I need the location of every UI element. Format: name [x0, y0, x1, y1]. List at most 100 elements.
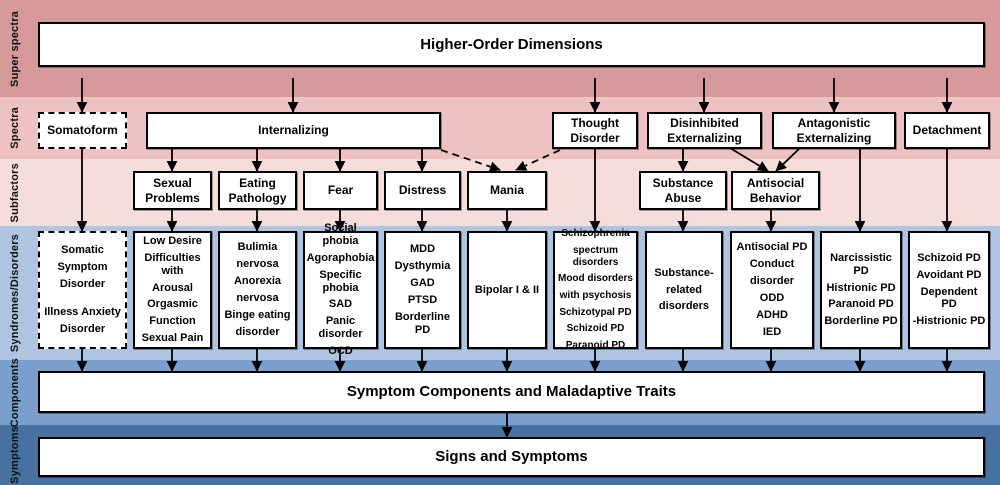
syndrome-item: Binge eating: [224, 308, 291, 321]
rail-label-super-spectra: Super spectra: [0, 0, 30, 97]
subfactor-box-substance-abuse[interactable]: Substance Abuse: [639, 171, 727, 210]
subfactor-label-eating-2: Pathology: [228, 190, 287, 205]
syndrome-box-mania[interactable]: Bipolar I & II: [467, 231, 547, 349]
syndrome-item: Sexual Pain: [141, 332, 204, 345]
syndrome-item: Agoraphobia: [306, 251, 375, 264]
syndrome-item: Somatic: [61, 243, 104, 256]
syndrome-item: Disorder: [59, 323, 106, 336]
syndrome-item: Social phobia: [322, 221, 359, 247]
spectra-label-antagonistic-2: Externalizing: [796, 130, 872, 145]
subfactor-box-fear[interactable]: Fear: [303, 171, 378, 210]
syndrome-item: Schizotypal PD: [559, 306, 632, 318]
syndrome-item: ODD: [759, 292, 785, 304]
subfactor-label-antisocial-2: Behavior: [749, 190, 802, 205]
syndrome-box-thought-disorder[interactable]: Schizophrenia spectrum disorders Mood di…: [553, 228, 638, 351]
rail-label-syndromes: Syndromes/Disorders: [0, 226, 30, 360]
syndrome-item: Bipolar I & II: [474, 283, 540, 296]
rail-label-components: Components: [0, 357, 30, 428]
syndrome-item: related: [665, 283, 703, 296]
rail-text-super-spectra: Super spectra: [9, 10, 21, 87]
syndrome-item: Function: [149, 315, 196, 328]
syndrome-item: spectrum disorders: [572, 245, 619, 268]
syndrome-item: Antisocial PD: [736, 241, 808, 254]
signs-and-symptoms-box[interactable]: Signs and Symptoms: [38, 437, 985, 477]
spectra-label-disinhibited-2: Externalizing: [667, 130, 742, 145]
syndrome-item: Substance-: [654, 266, 714, 279]
spectra-box-detachment[interactable]: Detachment: [904, 112, 990, 149]
spectra-box-disinhibited-externalizing[interactable]: Disinhibited Externalizing: [647, 112, 762, 149]
spectra-box-thought-disorder[interactable]: Thought Disorder: [552, 112, 638, 149]
syndrome-item: -Histrionic PD: [912, 315, 986, 328]
syndrome-item: SAD: [328, 298, 353, 311]
rail-text-spectra: Spectra: [9, 107, 21, 149]
spectra-box-antagonistic-externalizing[interactable]: Antagonistic Externalizing: [772, 112, 896, 149]
rail-text-symptoms: Symptoms: [9, 426, 21, 484]
syndrome-item: Mood disorders: [557, 273, 633, 285]
syndrome-item: Panic disorder: [318, 315, 363, 341]
syndrome-box-substance-abuse[interactable]: Substance- related disorders: [645, 231, 723, 349]
syndrome-box-somatoform[interactable]: Somatic Symptom Disorder Illness Anxiety…: [38, 231, 127, 349]
syndrome-box-detachment[interactable]: Schizoid PD Avoidant PD Dependent PD -Hi…: [908, 231, 990, 349]
syndrome-box-antisocial-behavior[interactable]: Antisocial PD Conduct disorder ODD ADHD …: [730, 231, 814, 349]
syndrome-box-distress[interactable]: MDD Dysthymia GAD PTSD Borderline PD: [384, 231, 461, 349]
syndrome-item: ADHD: [756, 308, 788, 321]
spectra-box-somatoform[interactable]: Somatoform: [38, 112, 127, 149]
subfactor-box-antisocial-behavior[interactable]: Antisocial Behavior: [731, 171, 820, 210]
spectra-label-internalizing: Internalizing: [258, 123, 329, 138]
rail-text-subfactors: Subfactors: [9, 162, 21, 223]
syndrome-box-antagonistic-externalizing[interactable]: Narcissistic PD Histrionic PD Paranoid P…: [820, 231, 902, 349]
syndrome-item: nervosa: [236, 258, 279, 271]
syndrome-item: Schizophrenia: [561, 228, 630, 240]
syndrome-item: Borderline PD: [824, 315, 898, 328]
subfactor-label-antisocial-1: Antisocial: [746, 176, 805, 191]
syndrome-box-sexual-problems[interactable]: Low Desire Difficulties with Arousal Org…: [133, 231, 212, 349]
syndrome-item: OCD: [328, 345, 353, 358]
symptom-components-label: Symptom Components and Maladaptive Trait…: [346, 383, 677, 401]
subfactor-label-substance-2: Abuse: [664, 190, 702, 205]
subfactor-label-distress: Distress: [398, 183, 447, 198]
syndrome-item: Low Desire: [143, 234, 202, 247]
spectra-label-disinhibited-1: Disinhibited: [670, 116, 739, 131]
syndrome-box-eating-pathology[interactable]: Bulimia nervosa Anorexia nervosa Binge e…: [218, 231, 297, 349]
syndrome-item: Paranoid PD: [828, 298, 894, 311]
subfactor-box-eating-pathology[interactable]: Eating Pathology: [218, 171, 297, 210]
rail-label-spectra: Spectra: [0, 97, 30, 159]
subfactor-label-eating-1: Eating: [239, 176, 276, 191]
spectra-box-internalizing[interactable]: Internalizing: [146, 112, 441, 149]
syndrome-item: Dysthymia: [394, 260, 451, 273]
subfactor-box-distress[interactable]: Distress: [384, 171, 461, 210]
spectra-label-detachment: Detachment: [912, 123, 982, 138]
syndrome-item: Histrionic PD: [826, 281, 896, 294]
subfactor-label-sexual-1: Sexual: [153, 176, 192, 191]
signs-and-symptoms-label: Signs and Symptoms: [435, 448, 588, 466]
syndrome-item: Dependent PD: [920, 285, 978, 311]
rail-label-subfactors: Subfactors: [0, 159, 30, 226]
syndrome-item: Specific phobia: [319, 268, 362, 294]
syndrome-item: Symptom: [57, 260, 108, 273]
syndrome-item: GAD: [410, 277, 435, 290]
subfactor-label-sexual-2: Problems: [145, 190, 200, 205]
symptom-components-box[interactable]: Symptom Components and Maladaptive Trait…: [38, 371, 985, 413]
syndrome-item: IED: [762, 325, 782, 338]
syndrome-item: Avoidant PD: [916, 268, 982, 281]
syndrome-item: Narcissistic PD: [830, 251, 892, 277]
syndrome-item: disorders: [658, 300, 710, 313]
syndrome-box-fear[interactable]: Social phobia Agoraphobia Specific phobi…: [303, 222, 378, 357]
rail-label-symptoms: Symptoms: [0, 425, 30, 485]
syndrome-item: with psychosis: [559, 290, 632, 301]
subfactor-box-sexual-problems[interactable]: Sexual Problems: [133, 171, 212, 210]
syndrome-item: Schizoid PD: [917, 251, 981, 264]
subfactor-label-substance-1: Substance: [652, 176, 714, 191]
subfactor-box-mania[interactable]: Mania: [467, 171, 547, 210]
rail-text-components: Components: [9, 357, 21, 428]
syndrome-item: Anorexia: [233, 275, 282, 288]
higher-order-dimensions-box[interactable]: Higher-Order Dimensions: [38, 22, 985, 67]
spectra-label-antagonistic-1: Antagonistic: [797, 116, 871, 131]
syndrome-item: Paranoid PD: [565, 339, 626, 351]
syndrome-item: disorder: [749, 275, 794, 288]
syndrome-item: Orgasmic: [147, 298, 198, 311]
rail-text-syndromes: Syndromes/Disorders: [9, 233, 21, 353]
syndrome-item: Disorder: [59, 277, 106, 290]
syndrome-item: Illness Anxiety: [44, 306, 121, 319]
